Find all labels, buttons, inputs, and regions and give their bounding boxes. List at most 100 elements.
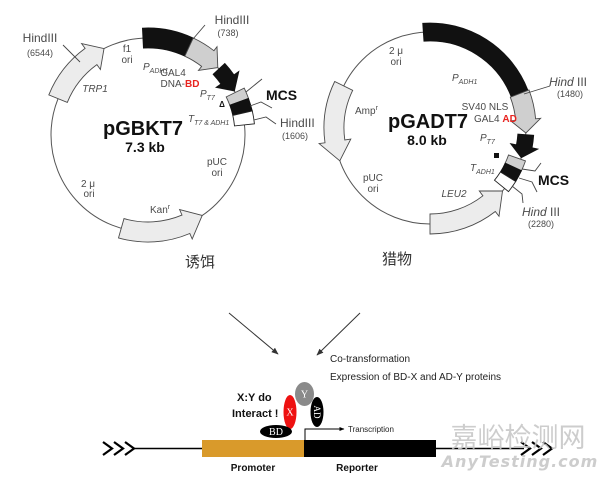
ampicillin-main: Amp [355,106,376,117]
hind-2280-label: Hind III [522,205,560,219]
terminator-label: TT7 & ADH1 [188,114,229,127]
two-micron-ori-label-line2: ori [83,189,94,200]
t7-promoter-sub: T7 [487,139,496,146]
hindiii-738-leader [192,24,206,40]
gal4-ad-prefix: GAL4 [474,114,502,125]
bait-caption: 诱饵 [185,253,215,271]
adh1-promoter-sub: ADH1 [149,68,169,75]
bait-flow-arrow [228,312,279,355]
hind-2280-position: (2280) [528,219,554,229]
hind-2280-rest: III [547,205,560,219]
prey-plasmid-size: 8.0 kb [407,132,447,148]
ampicillin-resistance-arrow [318,80,354,162]
y-protein-label: Y [301,390,308,401]
dna-bd-domain: BD [185,79,199,90]
gal4-ad-label: GAL4 AD [474,114,517,125]
dna-chevron-right-3 [542,441,554,456]
dna-bd-label: DNA-BD [161,79,200,90]
dna-chevron-right-2 [531,441,543,456]
reporter-gene [304,440,436,457]
gal4-ad-domain: AD [502,114,516,125]
cotransformation-label: Co-transformation [330,354,410,365]
mcs-segment-terminator [493,171,517,193]
puc-ori-label-line1: pUC [363,173,383,184]
dna-chevron-right-1 [520,441,532,456]
sv40-nls-gal4-ad-arrow [509,89,542,134]
deletion-mark: Δ [219,100,225,109]
hind-1480-rest: III [574,75,587,89]
adh1-promoter-label: PADH1 [143,62,168,75]
mcs-leader-1 [521,162,542,172]
dna-bd-prefix: DNA- [161,79,185,90]
y-protein [295,382,314,406]
hind-2280-leader [511,185,524,204]
kanamycin-main: Kan [150,205,168,216]
mcs-label: MCS [538,172,569,188]
promoter-label: Promoter [231,463,276,474]
prey-plasmid-map: 2 μ ori P ADH1 Hind III (1480) SV40 NLS G… [318,22,587,235]
mcs-leader-2 [249,101,273,109]
mcs-leader-1 [245,78,263,93]
ampicillin-sup: r [376,105,379,112]
interaction-label-line1: X:Y do [237,392,272,404]
terminator-sub: ADH1 [475,169,495,176]
two-micron-ori-label-line1: 2 μ [389,46,403,57]
adh1-promoter-main: P [143,62,150,73]
puc-ori-label-line2: ori [211,168,222,179]
prey-plasmid-name: pGADT7 [388,111,468,133]
reporter-assay: X:Y do Interact ! Y X AD BD Transcriptio… [102,382,554,474]
promoter-region [202,440,304,457]
kanamycin-sup: r [168,204,171,211]
terminator-main: T [188,114,195,125]
t7-promoter-main: P [200,89,207,100]
puc-ori-label-line1: pUC [207,157,227,168]
watermark-cn: 嘉峪检测网 [451,423,586,454]
puc-ori-label-line2: ori [367,184,378,195]
ha-tag-mark [494,153,499,158]
mcs-label: MCS [266,87,297,103]
prey-flow-arrow [316,312,361,356]
kanamycin-label: Kanr [150,204,171,216]
t7-promoter-main: P [480,133,487,144]
t7-promoter-sub: T7 [207,95,216,102]
mcs-leader-2 [518,177,538,193]
dna-chevron-left-2 [113,441,125,456]
hindiii-1606-leader [253,116,277,125]
terminator-main: T [470,163,477,174]
bd-domain [260,425,292,438]
bait-plasmid-size: 7.3 kb [125,139,165,155]
hindiii-1606-label: HindIII [280,116,315,130]
t7-promoter-label: PT7 [200,89,216,102]
dna-chevron-left-3 [124,441,136,456]
x-protein-label: X [286,408,294,419]
terminator-sub: T7 & ADH1 [194,120,229,127]
transcription-arrow [304,427,345,440]
kanamycin-resistance-arrow [117,208,203,243]
prey-caption: 猎物 [382,250,412,268]
trp1-label: TRP1 [82,84,108,95]
mcs-segment-terminator [232,110,255,127]
hind-1480-label: Hind III [549,75,587,89]
f1-ori-label-line2: ori [121,55,132,66]
trp1-marker-arrow [48,42,105,103]
adh1-promoter-sub: ADH1 [458,79,478,86]
bait-plasmid-name: pGBKT7 [103,118,183,140]
t7-promoter-label: PT7 [480,133,496,146]
sv40-nls-label: SV40 NLS [462,102,509,113]
hindiii-6544-label: HindIII [23,31,58,45]
hind-1480-leader [523,85,551,95]
gal4-label: GAL4 [160,68,186,79]
two-micron-ori-label-line2: ori [390,57,401,68]
hindiii-6544-position: (6544) [27,48,53,58]
hind-1480-italic: Hind [549,75,574,89]
expression-label: Expression of BD-X and AD-Y proteins [330,372,501,383]
hind-1480-position: (1480) [557,89,583,99]
gal4-dna-bd-arrow [184,37,219,72]
hindiii-1606-position: (1606) [282,131,308,141]
leu2-label: LEU2 [441,189,466,200]
x-protein [283,395,297,429]
bd-domain-label: BD [269,427,283,438]
ampicillin-label: Ampr [355,105,379,117]
bait-plasmid-map: HindIII (6544) HindIII (738) f1 ori PADH… [23,13,315,243]
ad-domain-label: AD [312,406,322,419]
